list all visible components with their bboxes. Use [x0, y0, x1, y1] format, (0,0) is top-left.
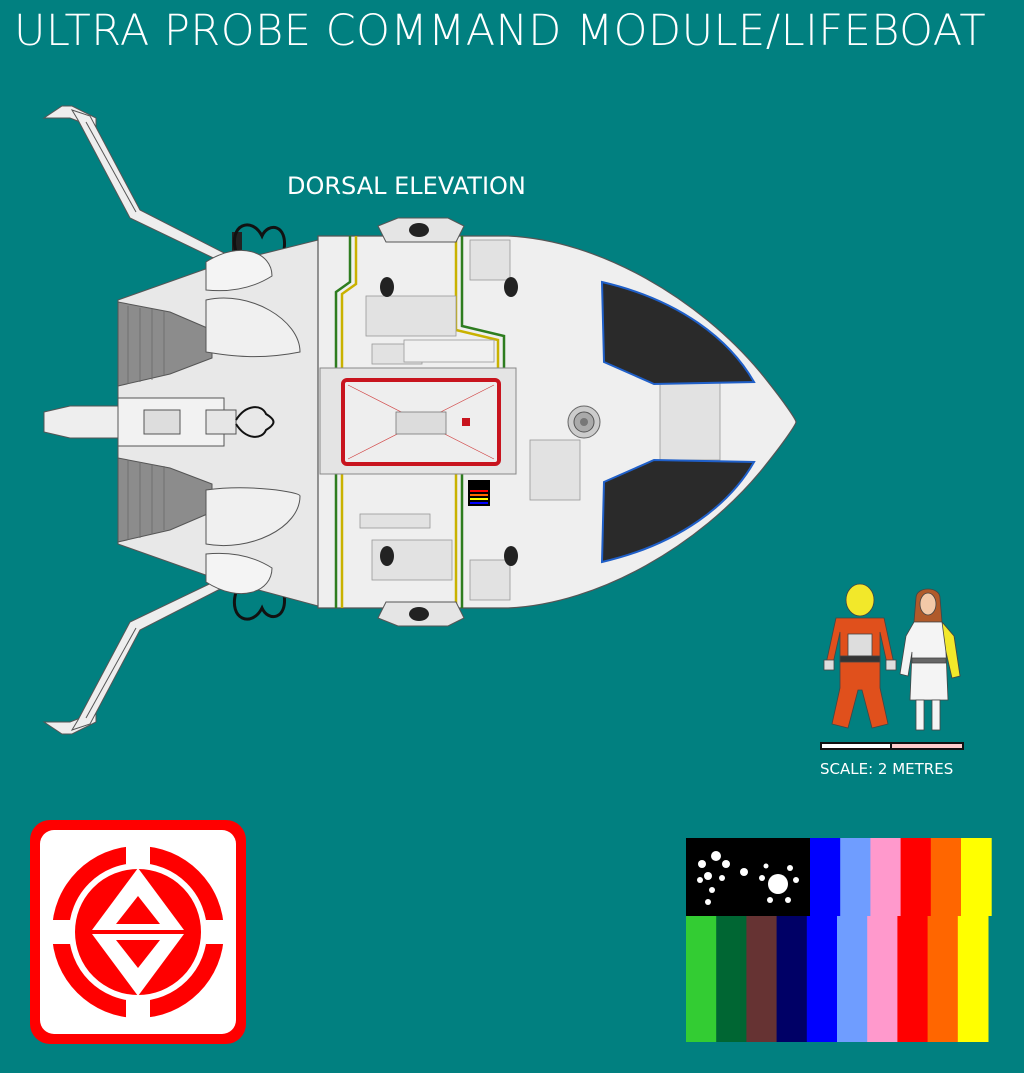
decal-flag [468, 480, 490, 506]
flag-bottom-stripe [686, 916, 717, 1042]
sheet-title: ULTRA PROBE COMMAND MODULE/LIFEBOAT [14, 6, 987, 56]
hull-detail-panels [359, 239, 721, 601]
flag-top-stripe [930, 838, 962, 916]
docking-clamp-top [377, 217, 465, 243]
lower-fairing [205, 487, 301, 546]
nozzle-ribs [127, 306, 165, 540]
upper-landing-leg [42, 105, 242, 265]
upper-pod [205, 250, 273, 292]
lower-pod [205, 552, 273, 594]
flag-top-stripe [900, 838, 932, 916]
crew-woman-figure [899, 588, 961, 731]
flag-bottom-stripe [746, 916, 778, 1042]
upper-canopy [600, 280, 756, 386]
star-field-icon [697, 851, 799, 905]
scale-figures [820, 583, 964, 750]
flag-top-stripe [840, 838, 871, 916]
flag-top-stripe [810, 838, 841, 916]
spacecraft-drawing [42, 105, 797, 735]
lower-canopy [600, 458, 756, 564]
central-boom [43, 397, 275, 447]
hull-ports [380, 277, 518, 566]
scale-label: SCALE: 2 METRES [820, 760, 954, 778]
colony-flag [686, 838, 992, 1042]
astronaut-figure [823, 583, 897, 729]
alpha-insignia-icon [30, 820, 246, 1044]
upper-fairing [205, 297, 301, 358]
scale-bar [820, 742, 964, 750]
flag-bottom-stripe [957, 916, 989, 1042]
docking-clamp-bottom [377, 601, 465, 627]
lower-landing-leg [42, 575, 231, 735]
flag-bottom-stripe [776, 916, 808, 1042]
view-label: DORSAL ELEVATION [287, 172, 526, 200]
hatch-center-panel [395, 411, 447, 435]
flag-bottom-stripe [716, 916, 747, 1042]
flag-top-stripes [810, 838, 992, 916]
hatch-red-light [462, 418, 470, 426]
upper-engine-nozzle [117, 301, 213, 387]
flag-bottom-stripes [686, 916, 989, 1042]
flag-bottom-stripe [927, 916, 959, 1042]
forward-vent [567, 405, 601, 439]
flag-bottom-stripe [867, 916, 898, 1042]
lower-hose [232, 591, 286, 621]
flag-bottom-stripe [897, 916, 929, 1042]
flag-bottom-stripe [837, 916, 868, 1042]
flag-top-stripe [961, 838, 992, 916]
hull-stripes [334, 236, 506, 608]
flag-top-stripe [870, 838, 902, 916]
upper-hose [232, 223, 286, 253]
flag-bottom-stripe [806, 916, 838, 1042]
